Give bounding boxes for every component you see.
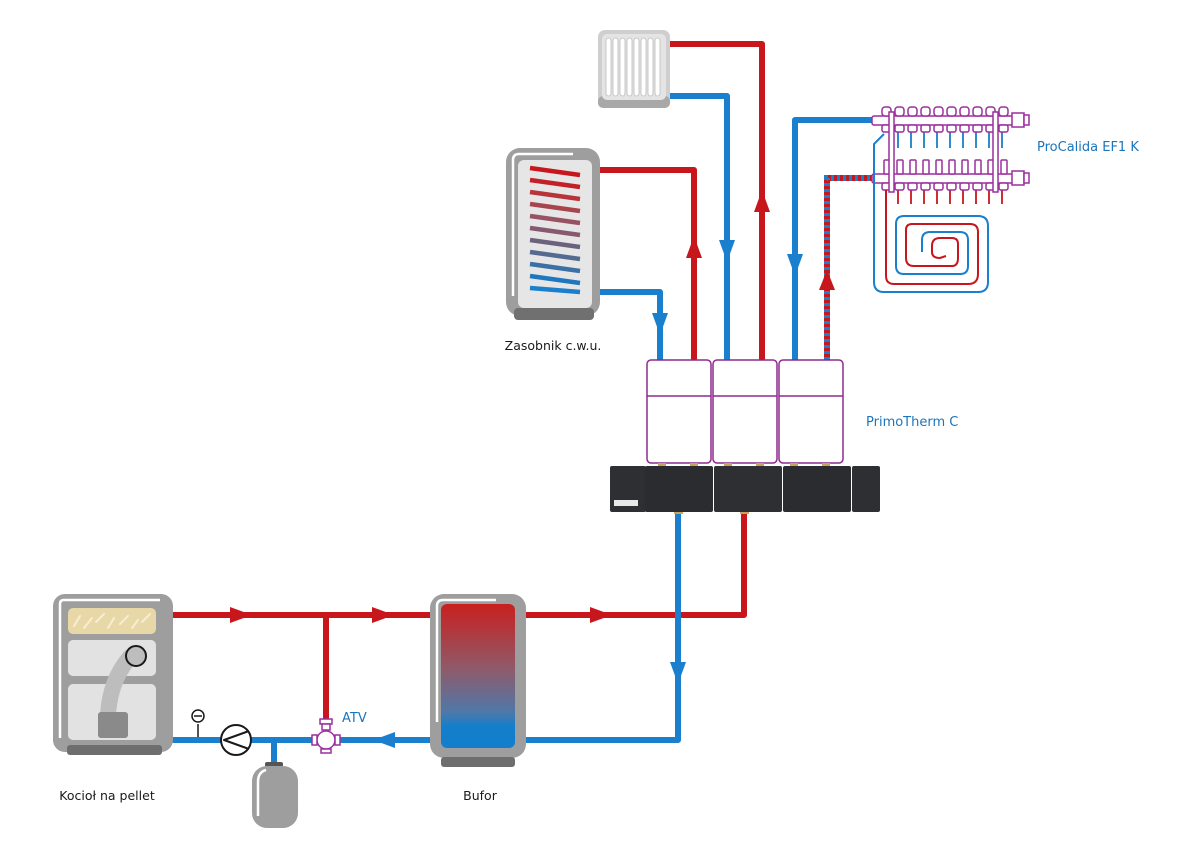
dhw-tank-icon [506,148,600,320]
pump-module-1 [646,359,712,464]
flow-arrow-icon [230,607,252,623]
flow-arrow-icon [372,607,394,623]
thermometer-icon [191,709,205,737]
pump-module-3 [778,359,844,464]
buffer-tank-icon [430,594,526,767]
module-label: PrimoTherm C [866,415,958,430]
radiator-circuit-pipes [668,41,770,360]
underfloor-manifold-icon [871,106,1030,204]
buffer-supply-pipe [524,505,747,623]
flow-arrow-icon [670,662,686,684]
flow-arrow-icon [373,732,395,748]
flow-arrow-icon [686,236,702,258]
buffer-label: Bufor [463,788,498,803]
atv-label: ATV [342,711,367,726]
boiler-return-pipe [170,732,432,766]
boiler-label: Kocioł na pellet [59,788,155,803]
flow-arrow-icon [719,240,735,262]
expansion-vessel-icon [252,762,298,828]
flow-arrow-icon [590,607,612,623]
pump-group-icon [610,359,880,514]
dhw-tank-label: Zasobnik c.w.u. [505,338,602,353]
radiator-icon [598,30,670,108]
floor-heating-spiral-icon [873,133,989,293]
boiler-supply-pipe [170,607,432,623]
flow-arrow-icon [787,254,803,276]
pellet-boiler-icon [53,594,173,755]
flow-arrow-icon [819,270,835,290]
brand-badge [614,500,638,506]
floor-circuit-pipes [787,117,876,360]
pump-module-2 [712,359,778,464]
three-way-valve-icon [311,718,341,754]
flow-arrow-icon [754,190,770,212]
buffer-return-pipe [524,505,686,743]
manifold-label: ProCalida EF1 K [1037,140,1139,155]
circulation-pump-icon [220,724,252,756]
flow-arrow-icon [652,313,668,335]
